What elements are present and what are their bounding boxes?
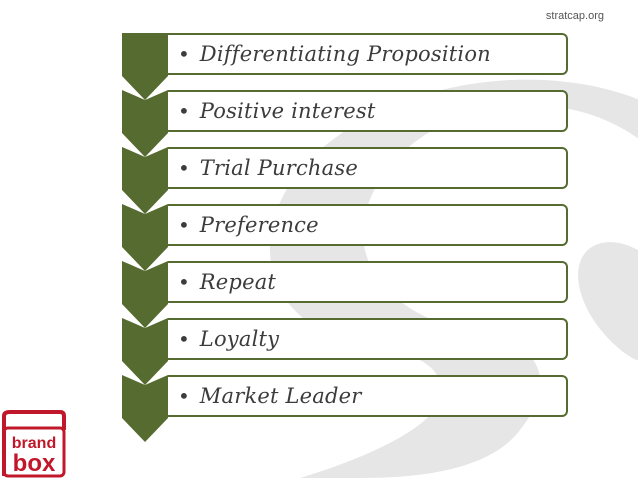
bullet-icon: • bbox=[178, 156, 190, 180]
bullet-icon: • bbox=[178, 270, 190, 294]
list-item: • Positive interest bbox=[168, 90, 568, 132]
svg-text:box: box bbox=[13, 450, 56, 477]
list-item: • Trial Purchase bbox=[168, 147, 568, 189]
bullet-icon: • bbox=[178, 327, 190, 351]
chevron-6 bbox=[122, 318, 168, 385]
brandbox-logo: brand box bbox=[2, 410, 66, 478]
chevron-4 bbox=[122, 204, 168, 271]
chevron-7 bbox=[122, 375, 168, 442]
item-label: Loyalty bbox=[199, 327, 280, 351]
item-label: Trial Purchase bbox=[199, 156, 358, 180]
bullet-icon: • bbox=[178, 213, 190, 237]
svg-text:brand: brand bbox=[12, 435, 56, 452]
chevron-5 bbox=[122, 261, 168, 328]
list-item: • Loyalty bbox=[168, 318, 568, 360]
bullet-icon: • bbox=[178, 42, 190, 66]
chevron-1 bbox=[122, 33, 168, 100]
chevron-3 bbox=[122, 147, 168, 214]
list-item: • Preference bbox=[168, 204, 568, 246]
item-label: Positive interest bbox=[199, 99, 376, 123]
chevron-2 bbox=[122, 90, 168, 157]
site-label: stratcap.org bbox=[545, 10, 604, 22]
bullet-icon: • bbox=[178, 99, 190, 123]
list-item: • Repeat bbox=[168, 261, 568, 303]
item-label: Preference bbox=[199, 213, 319, 237]
item-label: Market Leader bbox=[199, 384, 362, 408]
list-item: • Market Leader bbox=[168, 375, 568, 417]
item-label: Repeat bbox=[199, 270, 277, 294]
list-item: • Differentiating Proposition bbox=[168, 33, 568, 75]
bullet-icon: • bbox=[178, 384, 190, 408]
item-label: Differentiating Proposition bbox=[199, 42, 491, 66]
